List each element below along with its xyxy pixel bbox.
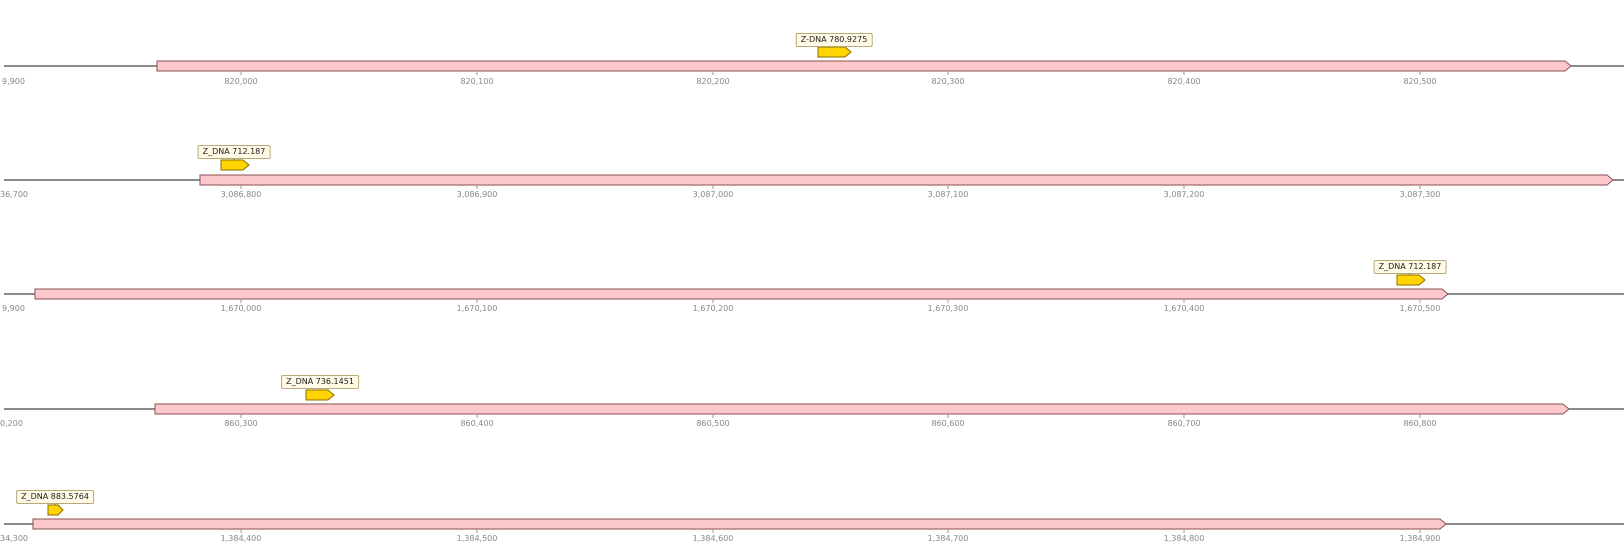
track-4: 0,200 860,300 860,400 860,500 860,600 86… (0, 330, 1624, 440)
tick-label: 860,800 (1403, 419, 1436, 428)
tick-label: 860,300 (224, 419, 257, 428)
gene-arrow[interactable] (156, 60, 1572, 72)
feature-label: Z_DNA 736.1451 (281, 375, 359, 389)
track-2: 36,700 3,086,800 3,086,900 3,087,000 3,0… (0, 110, 1624, 220)
tick-label-first: 9,900 (2, 77, 25, 86)
tick-label: 820,500 (1403, 77, 1436, 86)
tick-marks (240, 414, 1421, 418)
tick-label: 1,384,400 (221, 534, 262, 543)
tick-label: 820,200 (696, 77, 729, 86)
z-dna-feature-arrow[interactable] (1396, 274, 1426, 286)
tick-label-first: 34,300 (0, 534, 28, 543)
tick-label: 3,087,300 (1400, 190, 1441, 199)
track-1-canvas: 9,900 820,000 820,100 820,200 820,300 82… (2, 45, 1624, 86)
track-2-canvas: 36,700 3,086,800 3,086,900 3,087,000 3,0… (0, 157, 1624, 199)
tick-label: 860,400 (460, 419, 493, 428)
tick-label-first: 36,700 (0, 190, 28, 199)
tick-label: 1,384,800 (1164, 534, 1205, 543)
tick-label: 1,384,900 (1400, 534, 1441, 543)
track-3-canvas: 9,900 1,670,000 1,670,100 1,670,200 1,67… (2, 272, 1624, 313)
tick-label: 3,087,000 (693, 190, 734, 199)
track-1: 9,900 820,000 820,100 820,200 820,300 82… (0, 0, 1624, 110)
tick-label: 3,087,100 (928, 190, 969, 199)
tick-label: 860,600 (931, 419, 964, 428)
z-dna-feature-arrow[interactable] (220, 159, 250, 171)
feature-label: Z_DNA 712.187 (1373, 260, 1447, 274)
gene-arrow[interactable] (199, 174, 1614, 186)
z-dna-feature-arrow[interactable] (47, 504, 64, 516)
tick-label: 820,300 (931, 77, 964, 86)
tick-label: 1,670,500 (1400, 304, 1441, 313)
tick-label: 3,086,900 (457, 190, 498, 199)
tick-label: 3,087,200 (1164, 190, 1205, 199)
track-4-canvas: 0,200 860,300 860,400 860,500 860,600 86… (0, 387, 1624, 428)
feature-label: Z_DNA 883.5764 (16, 490, 94, 504)
track-3: 9,900 1,670,000 1,670,100 1,670,200 1,67… (0, 220, 1624, 330)
tick-label: 3,086,800 (221, 190, 262, 199)
gene-arrow[interactable] (154, 403, 1570, 415)
feature-label: Z-DNA 780.9275 (795, 33, 873, 47)
tick-marks (240, 299, 1421, 303)
tick-label: 1,670,100 (457, 304, 498, 313)
tick-marks (240, 529, 1421, 533)
track-5-canvas: 34,300 1,384,400 1,384,500 1,384,600 1,3… (0, 502, 1624, 543)
z-dna-feature-arrow[interactable] (305, 389, 335, 401)
tick-label: 1,670,300 (928, 304, 969, 313)
tick-marks (240, 71, 1421, 75)
tick-marks (240, 185, 1421, 189)
tick-label-first: 0,200 (0, 419, 23, 428)
tick-label: 860,500 (696, 419, 729, 428)
tick-label: 820,100 (460, 77, 493, 86)
track-5: 34,300 1,384,400 1,384,500 1,384,600 1,3… (0, 440, 1624, 550)
gene-arrow[interactable] (32, 518, 1447, 530)
tick-label: 820,000 (224, 77, 257, 86)
tick-label: 1,670,200 (693, 304, 734, 313)
tick-label-first: 9,900 (2, 304, 25, 313)
gene-arrow[interactable] (34, 288, 1449, 300)
feature-label: Z_DNA 712.187 (197, 145, 271, 159)
tick-label: 860,700 (1167, 419, 1200, 428)
tick-label: 820,400 (1167, 77, 1200, 86)
tick-label: 1,384,600 (693, 534, 734, 543)
z-dna-feature-arrow[interactable] (817, 46, 852, 58)
tick-label: 1,384,700 (928, 534, 969, 543)
tick-label: 1,384,500 (457, 534, 498, 543)
tick-label: 1,670,000 (221, 304, 262, 313)
tick-label: 1,670,400 (1164, 304, 1205, 313)
